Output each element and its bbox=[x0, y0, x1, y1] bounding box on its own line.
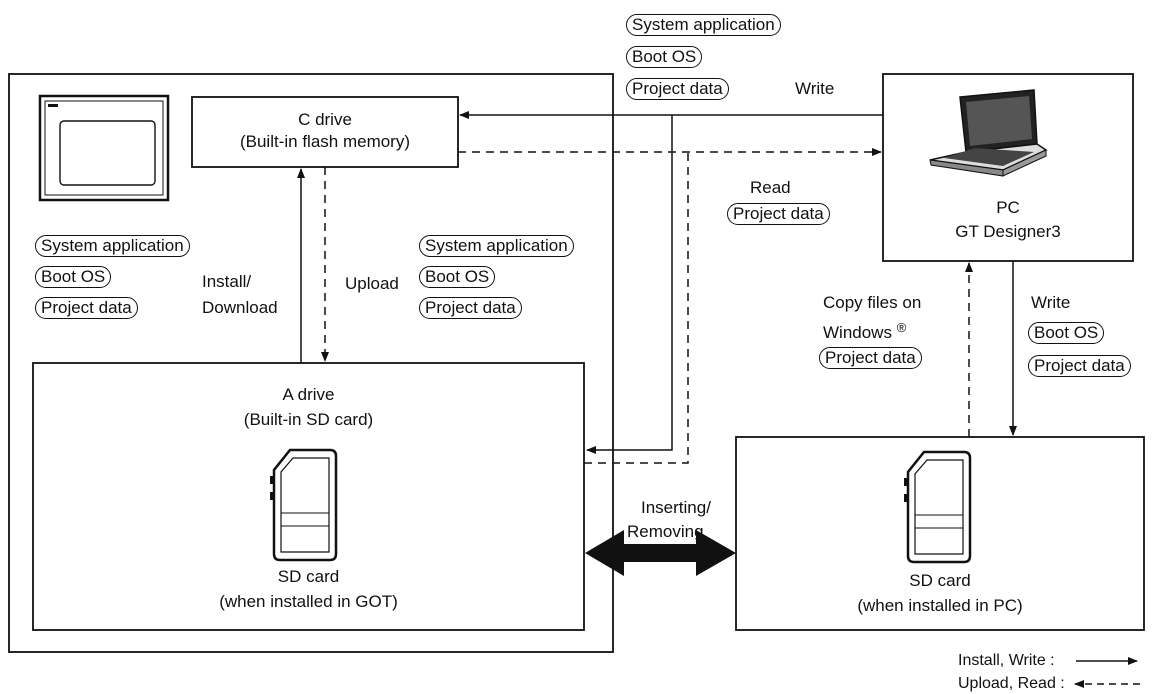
sd-card-icon-got bbox=[270, 448, 338, 562]
download-label: Download bbox=[202, 298, 278, 317]
pc-subtitle: GT Designer3 bbox=[955, 222, 1061, 241]
pc-sd-card-subtitle: (when installed in PC) bbox=[857, 596, 1023, 615]
label-mid-project-data: Project data bbox=[419, 297, 522, 319]
label-top-boot-os: Boot OS bbox=[626, 46, 703, 68]
sd-card-icon-pc bbox=[904, 450, 972, 564]
copy-project-data: Project data bbox=[819, 347, 922, 369]
pc-title: PC bbox=[996, 198, 1020, 217]
legend-upload-read: Upload, Read : bbox=[958, 675, 1065, 692]
label-mid-system-application: System application bbox=[419, 235, 574, 257]
legend-install-write: Install, Write : bbox=[958, 652, 1055, 669]
arrow-read-adrive-to-pc bbox=[584, 152, 689, 464]
copy-files-label: Copy files on bbox=[823, 293, 922, 312]
read-label: Read bbox=[750, 178, 791, 197]
a-drive-box bbox=[32, 362, 585, 631]
label-right-boot-os: Boot OS bbox=[1028, 322, 1105, 344]
upload-label: Upload bbox=[345, 274, 399, 293]
pc-sd-box bbox=[735, 436, 1145, 631]
removing-label: Removing bbox=[627, 522, 704, 541]
windows-label: Windows ® bbox=[823, 320, 907, 342]
c-drive-title: C drive bbox=[298, 110, 352, 129]
pc-box bbox=[882, 73, 1134, 262]
c-drive-subtitle: (Built-in flash memory) bbox=[239, 132, 411, 151]
got-outer-box bbox=[8, 73, 614, 653]
install-label: Install/ bbox=[202, 272, 252, 291]
write-top-label: Write bbox=[795, 79, 835, 98]
laptop-icon bbox=[929, 89, 1048, 177]
label-mid-boot-os: Boot OS bbox=[419, 266, 496, 288]
inserting-label: Inserting/ bbox=[641, 498, 711, 517]
registered-mark: ® bbox=[896, 320, 907, 335]
got-device-icon bbox=[38, 94, 170, 202]
label-left-project-data: Project data bbox=[35, 297, 138, 319]
read-project-data: Project data bbox=[727, 203, 830, 225]
a-drive-title: A drive bbox=[282, 385, 335, 404]
label-right-project-data: Project data bbox=[1028, 355, 1131, 377]
got-sd-card-subtitle: (when installed in GOT) bbox=[219, 592, 398, 611]
arrow-write-pc-to-adrive bbox=[586, 115, 673, 454]
got-sd-card-title: SD card bbox=[277, 567, 340, 586]
label-left-system-application: System application bbox=[35, 235, 190, 257]
pc-sd-card-title: SD card bbox=[909, 571, 971, 590]
label-top-project-data: Project data bbox=[626, 78, 729, 100]
a-drive-subtitle: (Built-in SD card) bbox=[243, 410, 374, 429]
double-arrow-insert-remove bbox=[585, 530, 736, 576]
label-top-system-application: System application bbox=[626, 14, 781, 36]
write-right-label: Write bbox=[1031, 293, 1071, 312]
label-left-boot-os: Boot OS bbox=[35, 266, 112, 288]
